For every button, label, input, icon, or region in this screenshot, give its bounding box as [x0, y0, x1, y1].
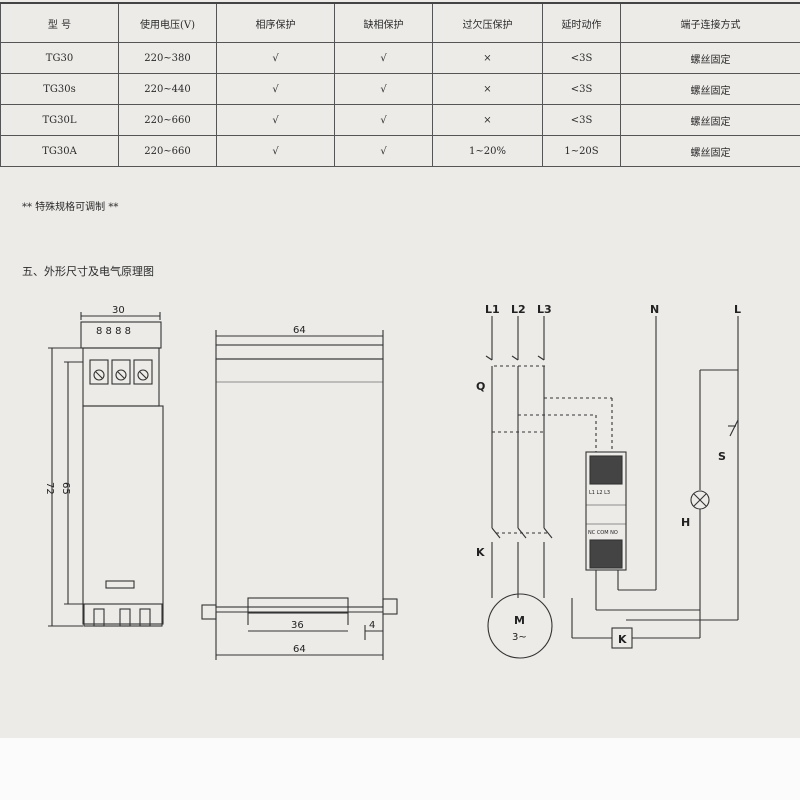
- spec-table: 型 号 使用电压(V) 相序保护 缺相保护 过欠压保护 延时动作 端子连接方式 …: [0, 2, 800, 167]
- cell-model: TG30A: [0, 135, 119, 167]
- label-l2: L2: [511, 303, 526, 316]
- wiring-schematic: [485, 316, 739, 659]
- cell-phase-loss: √: [334, 104, 433, 136]
- relay-output-labels: NC COM NO: [588, 530, 618, 536]
- table-row: TG30A 220~660 √ √ 1~20% 1~20S 螺丝固定: [0, 135, 800, 167]
- side-view-drawing: [201, 330, 398, 660]
- cell-over-under-voltage: 1~20%: [432, 135, 543, 167]
- cell-delay: <3S: [542, 104, 621, 136]
- dim-front-width: 30: [112, 305, 125, 316]
- dim-front-height-65: 65: [60, 482, 71, 495]
- dim-side-bottom-width: 64: [293, 644, 306, 655]
- cell-phase-sequence: √: [216, 42, 335, 74]
- motor-sub-label: 3~: [512, 632, 527, 643]
- cell-phase-sequence: √: [216, 135, 335, 167]
- blank-margin: [0, 738, 800, 800]
- relay-input-labels: L1 L2 L3: [589, 490, 610, 496]
- table-header-row: 型 号 使用电压(V) 相序保护 缺相保护 过欠压保护 延时动作 端子连接方式: [0, 2, 800, 43]
- motor-label: M: [514, 614, 525, 627]
- label-l: L: [734, 303, 741, 316]
- cell-delay: <3S: [542, 73, 621, 105]
- dim-front-terminals: 8 8 8 8: [96, 326, 131, 337]
- label-l3: L3: [537, 303, 552, 316]
- table-row: TG30L 220~660 √ √ × <3S 螺丝固定: [0, 104, 800, 136]
- label-s: S: [718, 450, 726, 463]
- dim-rail-offset: 4: [369, 620, 375, 631]
- cell-over-under-voltage: ×: [432, 104, 543, 136]
- header-delay: 延时动作: [542, 2, 621, 43]
- label-k: K: [476, 546, 485, 559]
- cell-terminal: 螺丝固定: [620, 73, 800, 105]
- cell-phase-loss: √: [334, 135, 433, 167]
- cell-delay: <3S: [542, 42, 621, 74]
- dim-side-top-width: 64: [293, 325, 306, 336]
- cell-model: TG30L: [0, 104, 119, 136]
- cell-phase-sequence: √: [216, 73, 335, 105]
- table-row: TG30 220~380 √ √ × <3S 螺丝固定: [0, 42, 800, 74]
- dim-rail-width: 36: [291, 620, 304, 631]
- cell-terminal: 螺丝固定: [620, 42, 800, 74]
- cell-voltage: 220~440: [118, 73, 217, 105]
- front-view-drawing: [48, 312, 164, 627]
- header-model: 型 号: [0, 2, 119, 43]
- label-q: Q: [476, 380, 485, 393]
- cell-voltage: 220~660: [118, 135, 217, 167]
- cell-terminal: 螺丝固定: [620, 135, 800, 167]
- coil-label: K: [618, 633, 627, 646]
- cell-over-under-voltage: ×: [432, 73, 543, 105]
- table-row: TG30s 220~440 √ √ × <3S 螺丝固定: [0, 73, 800, 105]
- drawings: 30 8 8 8 8 72 65 64 36 4 64 L1 L2 L3 N L…: [44, 303, 741, 660]
- dim-front-height-72: 72: [44, 482, 55, 495]
- label-h: H: [681, 516, 690, 529]
- cell-phase-loss: √: [334, 73, 433, 105]
- label-n: N: [650, 303, 659, 316]
- special-spec-note: ** 特殊规格可调制 **: [22, 202, 119, 213]
- document-page: 型 号 使用电压(V) 相序保护 缺相保护 过欠压保护 延时动作 端子连接方式 …: [0, 0, 800, 738]
- section-title: 五、外形尺寸及电气原理图: [22, 265, 154, 278]
- label-l1: L1: [485, 303, 500, 316]
- header-over-under-voltage: 过欠压保护: [432, 2, 543, 43]
